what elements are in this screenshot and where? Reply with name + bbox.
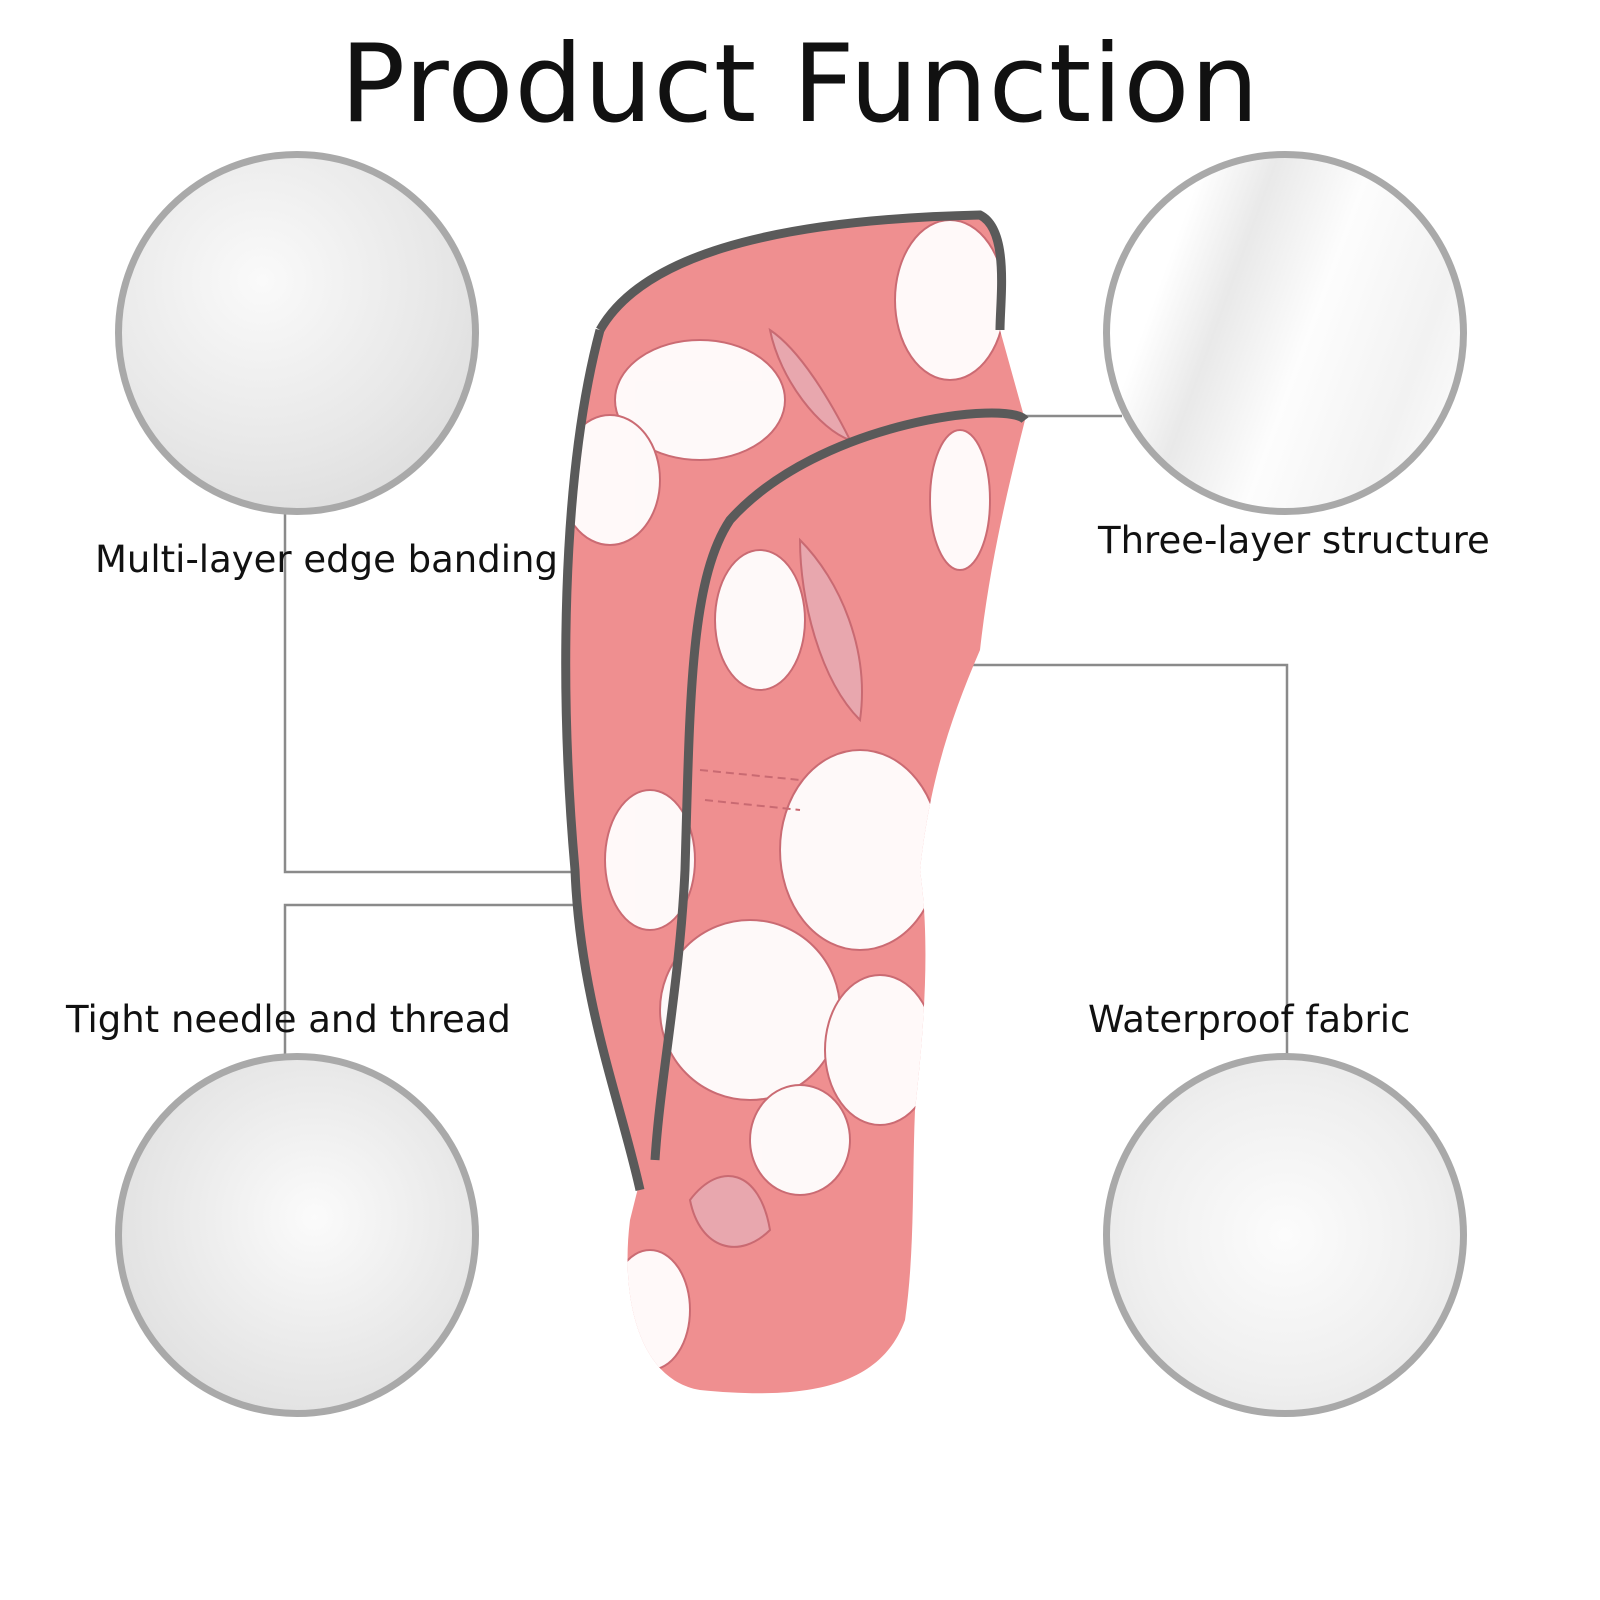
callout-line-needle-thread (283, 903, 590, 1055)
page-title: Product Function (340, 22, 1260, 147)
feature-label-three-layer: Three-layer structure (1098, 519, 1490, 562)
detail-circle-waterproof (1103, 1053, 1467, 1417)
feature-label-edge-banding: Multi-layer edge banding (95, 538, 558, 581)
detail-circle-three-layer (1103, 151, 1467, 515)
callout-line-edge-banding (283, 512, 590, 874)
detail-circle-edge-banding (115, 151, 479, 515)
callout-line-waterproof (900, 663, 1289, 1055)
feature-label-needle-thread: Tight needle and thread (66, 998, 511, 1041)
feature-label-waterproof: Waterproof fabric (1088, 998, 1411, 1041)
detail-circle-needle-thread (115, 1053, 479, 1417)
